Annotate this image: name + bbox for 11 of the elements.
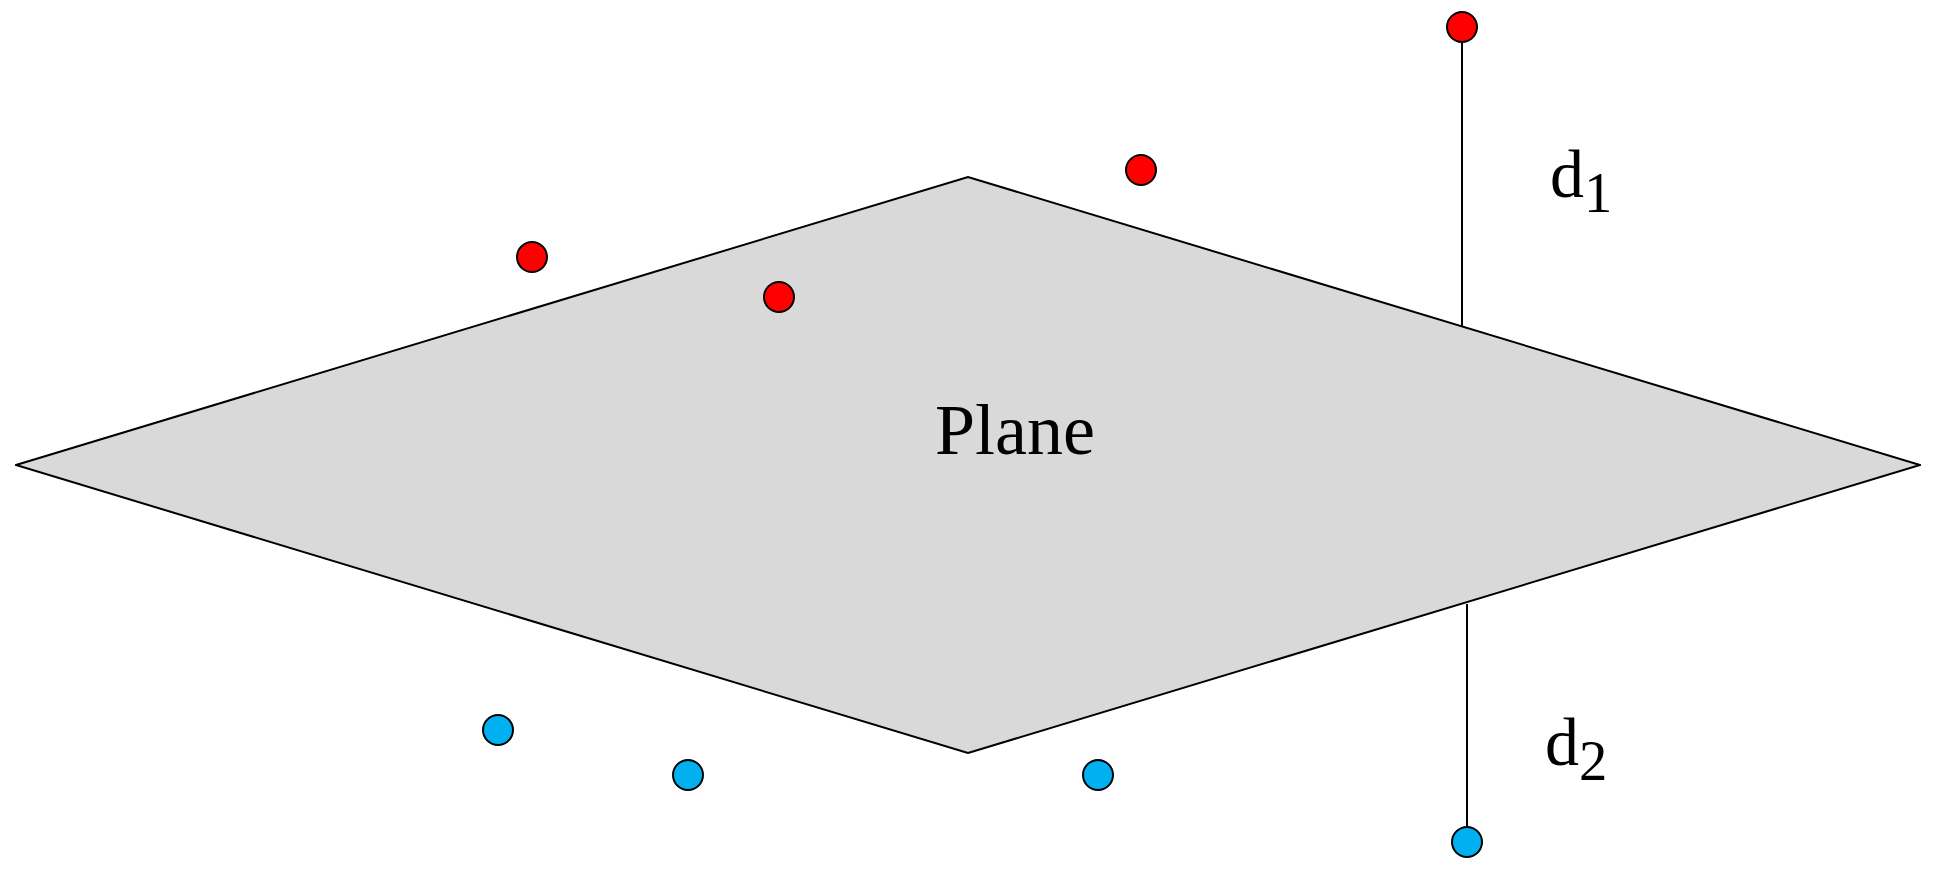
point-marker — [1082, 759, 1114, 791]
point-marker — [672, 759, 704, 791]
point-marker — [516, 241, 548, 273]
distance-line — [1466, 603, 1468, 827]
plane-label: Plane — [935, 394, 1095, 466]
point-marker — [482, 714, 514, 746]
point-marker — [1451, 826, 1483, 858]
edge-label: d$_{2}$ — [1545, 708, 1608, 790]
point-marker — [1446, 11, 1478, 43]
edge-label: d$_{1}$ — [1550, 140, 1613, 222]
point-marker — [1125, 154, 1157, 186]
